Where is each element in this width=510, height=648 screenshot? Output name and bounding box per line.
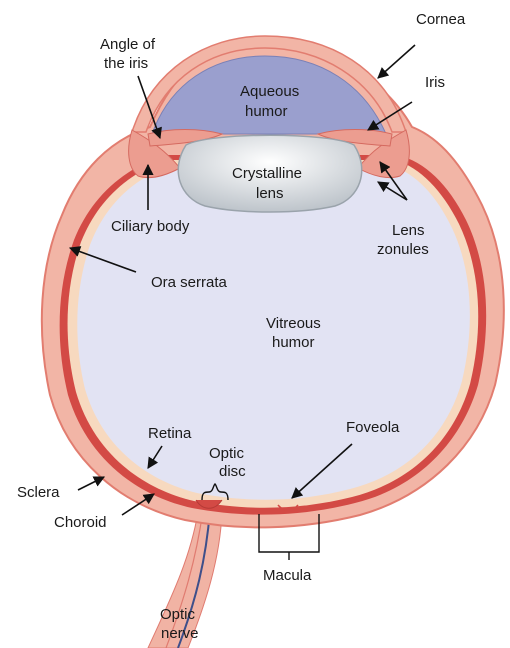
label-optic-disc-line1: Optic — [209, 445, 245, 462]
label-optic-nerve-line2: nerve — [161, 625, 199, 642]
label-crystalline-line1: Crystalline — [232, 165, 302, 182]
label-angle-of-iris-line2: the iris — [104, 55, 148, 72]
sclera-arrow — [78, 477, 104, 490]
label-ora-serrata: Ora serrata — [151, 274, 228, 291]
label-foveola: Foveola — [346, 419, 400, 436]
label-choroid: Choroid — [54, 514, 107, 531]
vitreous-humor — [77, 166, 470, 500]
label-macula: Macula — [263, 567, 312, 584]
label-iris: Iris — [425, 74, 445, 91]
label-optic-disc-line2: disc — [219, 463, 246, 480]
label-angle-of-iris-line1: Angle of — [100, 36, 156, 53]
label-vitreous-line1: Vitreous — [266, 315, 321, 332]
cornea-arrow — [378, 45, 415, 78]
label-vitreous-line2: humor — [272, 334, 315, 351]
label-cornea: Cornea — [416, 11, 466, 28]
label-lens-zonules-line2: zonules — [377, 241, 429, 258]
label-aqueous-line1: Aqueous — [240, 83, 299, 100]
label-ciliary-body: Ciliary body — [111, 218, 190, 235]
label-optic-nerve-line1: Optic — [160, 606, 196, 623]
label-crystalline-line2: lens — [256, 185, 284, 202]
label-sclera: Sclera — [17, 484, 60, 501]
label-aqueous-line2: humor — [245, 103, 288, 120]
label-lens-zonules-line1: Lens — [392, 222, 425, 239]
label-retina: Retina — [148, 425, 192, 442]
